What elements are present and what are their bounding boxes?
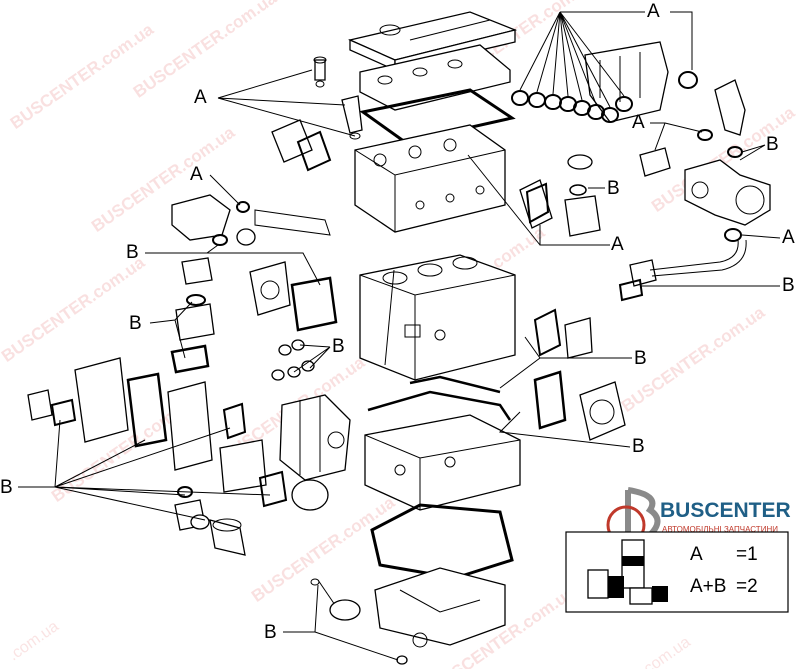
callout-a: A [647, 1, 660, 22]
callout-b: B [634, 348, 647, 369]
thermostat-housing [564, 154, 601, 237]
cylinder-head [354, 124, 506, 233]
side-gaskets-left [27, 389, 77, 427]
logo-name: BUSCENTER [660, 499, 791, 522]
callout-a: A [190, 164, 203, 185]
timing-cover-gaskets [249, 261, 338, 332]
callout-b: B [332, 336, 345, 357]
oil-pickup [310, 578, 361, 621]
oil-filter-group [174, 486, 246, 556]
egr-plate-gaskets [271, 119, 553, 229]
callout-b: B [766, 134, 779, 155]
engine-block [359, 254, 516, 381]
crankcase-gasket [367, 375, 512, 421]
callout-b: B [782, 275, 795, 296]
thermostat-and-gaskets [170, 257, 215, 374]
water-pump-assembly [171, 194, 331, 246]
watermark: BUSCENTER.com.ua [7, 19, 158, 132]
gasket-kit-package-icon [587, 539, 668, 605]
injection-pump [279, 394, 351, 511]
manifold-gaskets [511, 71, 698, 123]
injector-and-seals [313, 56, 363, 140]
watermark: .com.ua [637, 634, 693, 669]
callout-a: A [632, 112, 645, 133]
block-gaskets-right [533, 308, 626, 441]
callout-a: A [782, 227, 795, 248]
legend-a-value: =1 [736, 544, 758, 565]
callout-a: A [611, 234, 624, 255]
callout-labels: A A A B A B A A B B B B B B B B [0, 1, 795, 643]
valve-cover-assembly [347, 11, 518, 111]
callout-b: B [607, 178, 620, 199]
callout-b: B [129, 313, 142, 334]
oil-return-pipe [618, 239, 747, 302]
callout-b: B [0, 477, 13, 498]
front-cover-assembly [74, 357, 288, 508]
small-seals-group [271, 339, 315, 381]
legend: A =1 A+B =2 [565, 531, 789, 613]
logo-tagline: АВТОМОБІЛЬНІ ЗАПЧАСТИНИ [662, 525, 778, 534]
leader-lines [18, 11, 781, 661]
oil-pan [374, 567, 506, 665]
intake-manifold [584, 41, 669, 123]
legend-ab-value: =2 [736, 576, 758, 597]
watermark: BUSCENTER.com.ua [0, 252, 149, 365]
callout-b: B [126, 242, 139, 263]
callout-b: B [264, 622, 277, 643]
legend-a-label: A [690, 544, 703, 565]
oil-pan-gasket [370, 503, 514, 580]
buscenter-logo: BUSCENTER АВТОМОБІЛЬНІ ЗАПЧАСТИНИ [606, 487, 791, 556]
lower-crankcase [364, 414, 521, 511]
turbocharger [639, 79, 771, 242]
valve-cover-gasket [359, 88, 516, 144]
callout-a: A [194, 87, 207, 108]
legend-ab-label: A+B [690, 576, 726, 597]
watermark: .com.ua [6, 618, 62, 665]
callout-b: B [632, 436, 645, 457]
